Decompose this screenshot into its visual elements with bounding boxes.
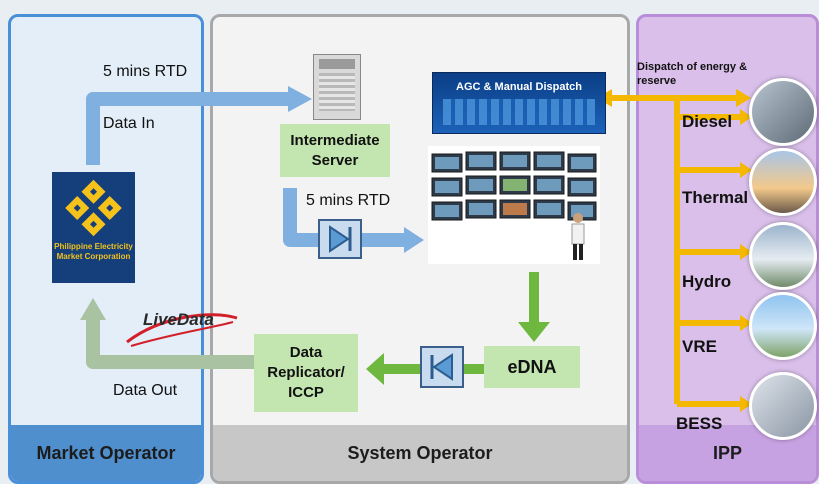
data-in-arrow	[86, 92, 290, 165]
hydro-plant-icon	[749, 222, 817, 290]
vre-plant-icon	[749, 292, 817, 360]
data-in-label: Data In	[103, 115, 155, 132]
rtd-top-label: 5 mins RTD	[103, 63, 188, 80]
operator-person-icon	[571, 213, 585, 260]
livedata-logo: LiveData	[121, 306, 241, 350]
generator-bess-label: BESS	[676, 414, 723, 433]
agc-panel: AGC & Manual Dispatch	[432, 72, 606, 134]
pemc-logo-mark-icon	[65, 179, 122, 237]
data-out-arrow	[86, 318, 255, 369]
rtd-arrow	[283, 188, 410, 247]
generator-hydro-label: Hydro	[682, 272, 732, 291]
pemc-logo: Philippine Electricity Market Corporatio…	[52, 172, 135, 283]
pemc-line2: Market Corporation	[56, 252, 131, 261]
diesel-plant-icon	[749, 78, 817, 146]
replicator-arrowhead	[366, 353, 384, 385]
pemc-line1: Philippine Electricity	[54, 242, 133, 251]
livedata-text: LiveData	[143, 310, 214, 329]
reverse-diode-icon	[420, 346, 464, 388]
livedata-swoosh-icon	[126, 313, 238, 347]
intermediate-server-box: Intermediate Server	[280, 124, 390, 177]
data-replicator-box: Data Replicator/ ICCP	[254, 334, 358, 412]
server-rack-icon	[313, 54, 361, 120]
data-out-label: Data Out	[113, 382, 178, 399]
edna-box: eDNA	[484, 346, 580, 388]
monitor-wall	[428, 146, 600, 264]
bess-plant-icon	[749, 372, 817, 440]
market-operator-label: Market Operator	[11, 425, 201, 481]
rtd-mid-label: 5 mins RTD	[306, 192, 391, 209]
data-in-arrowhead	[288, 86, 312, 112]
edna-down-shaft	[529, 272, 539, 326]
dispatch-right-arrowhead	[736, 89, 751, 107]
edna-down-arrowhead	[518, 322, 550, 342]
generator-diesel-label: Diesel	[682, 112, 733, 131]
agc-title: AGC & Manual Dispatch	[456, 81, 582, 93]
rtd-arrowhead	[404, 227, 424, 253]
generator-vre-label: VRE	[682, 337, 717, 356]
forward-diode-icon	[318, 219, 362, 259]
system-operator-label: System Operator	[213, 425, 627, 481]
data-out-arrowhead	[80, 298, 106, 320]
generator-thermal-label: Thermal	[682, 188, 749, 207]
dispatch-label: Dispatch of energy & reserve	[637, 61, 748, 87]
monitor-wall-screens	[431, 151, 597, 260]
thermal-plant-icon	[749, 148, 817, 216]
